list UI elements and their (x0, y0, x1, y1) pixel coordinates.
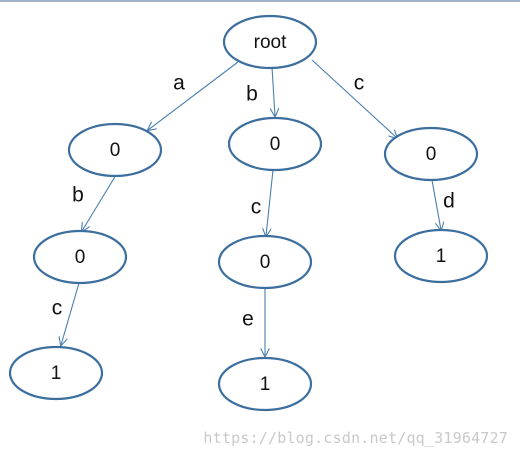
edge-ab-abc (61, 282, 80, 345)
node-c-label: 0 (426, 144, 437, 165)
node-bc: 0 (217, 234, 313, 290)
edge-label-a-ab: b (72, 184, 84, 207)
edge-c-cd (431, 179, 441, 230)
node-c: 0 (383, 126, 479, 182)
edge-root-a (148, 61, 239, 130)
edge-label-root-c: c (354, 72, 365, 95)
edge-label-b-bc: c (251, 196, 262, 219)
edge-label-ab-abc: c (52, 297, 63, 320)
node-cd: 1 (393, 228, 489, 284)
node-ab-label: 0 (75, 247, 86, 268)
node-abc-label: 1 (51, 363, 62, 384)
edge-root-b (272, 66, 275, 116)
node-root: root (222, 14, 318, 70)
edge-b-bc (266, 169, 274, 236)
node-bc-label: 0 (260, 252, 271, 273)
node-b: 0 (227, 116, 323, 172)
edge-a-ab (82, 174, 117, 231)
node-ab: 0 (32, 229, 128, 285)
edge-label-c-cd: d (443, 190, 455, 213)
node-a-label: 0 (110, 140, 121, 161)
watermark-text: https://blog.csdn.net/qq_31964727 (203, 429, 508, 447)
node-root-label: root (254, 32, 287, 53)
node-bce-label: 1 (260, 374, 271, 395)
edge-label-root-a: a (173, 72, 185, 95)
node-bce: 1 (217, 356, 313, 412)
top-border-line (0, 0, 520, 2)
node-abc: 1 (8, 345, 104, 401)
edge-label-root-b: b (246, 83, 258, 106)
edge-label-bc-bce: e (242, 308, 254, 331)
node-cd-label: 1 (436, 246, 447, 267)
edge-root-c (311, 59, 397, 138)
node-a: 0 (67, 122, 163, 178)
node-b-label: 0 (270, 134, 281, 155)
